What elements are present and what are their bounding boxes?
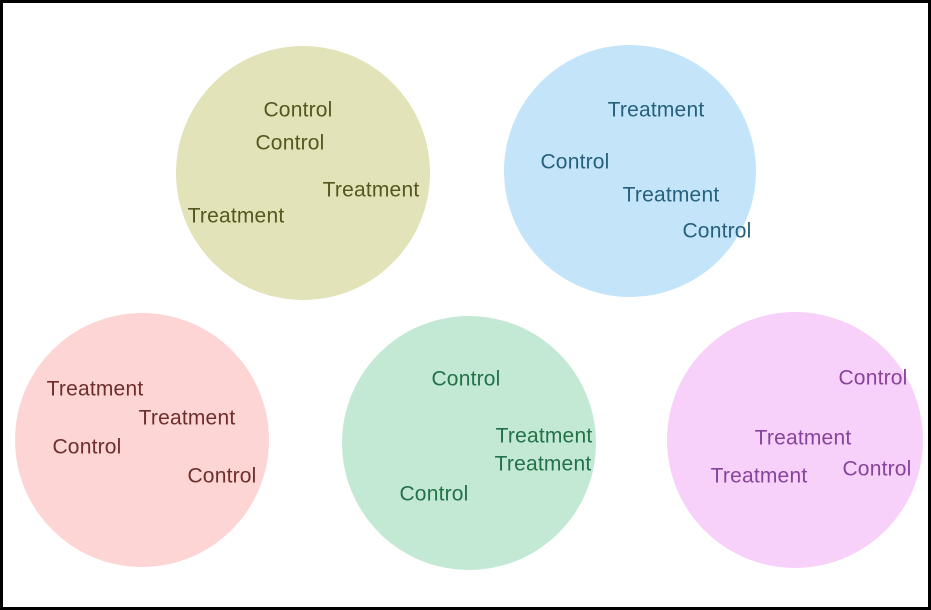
point-label-control: Control — [255, 131, 325, 155]
point-label-control: Control — [842, 457, 912, 481]
point-label-control: Control — [187, 464, 257, 488]
cluster-circle-magenta — [667, 312, 923, 568]
point-label-treatment: Treatment — [138, 406, 236, 430]
cluster-circle-pink — [15, 313, 269, 567]
point-label-control: Control — [431, 367, 501, 391]
point-label-control: Control — [399, 482, 469, 506]
point-label-control: Control — [52, 435, 122, 459]
point-label-control: Control — [540, 150, 610, 174]
cluster-circle-olive — [176, 46, 430, 300]
point-label-treatment: Treatment — [607, 98, 705, 122]
point-label-treatment: Treatment — [710, 464, 808, 488]
cluster-circle-green — [342, 316, 596, 570]
point-label-treatment: Treatment — [187, 204, 285, 228]
point-label-treatment: Treatment — [494, 452, 592, 476]
point-label-treatment: Treatment — [622, 183, 720, 207]
point-label-treatment: Treatment — [322, 178, 420, 202]
cluster-circle-blue — [504, 45, 756, 297]
point-label-treatment: Treatment — [754, 426, 852, 450]
point-label-control: Control — [263, 98, 333, 122]
point-label-treatment: Treatment — [495, 424, 593, 448]
point-label-treatment: Treatment — [46, 377, 144, 401]
point-label-control: Control — [838, 366, 908, 390]
point-label-control: Control — [682, 219, 752, 243]
